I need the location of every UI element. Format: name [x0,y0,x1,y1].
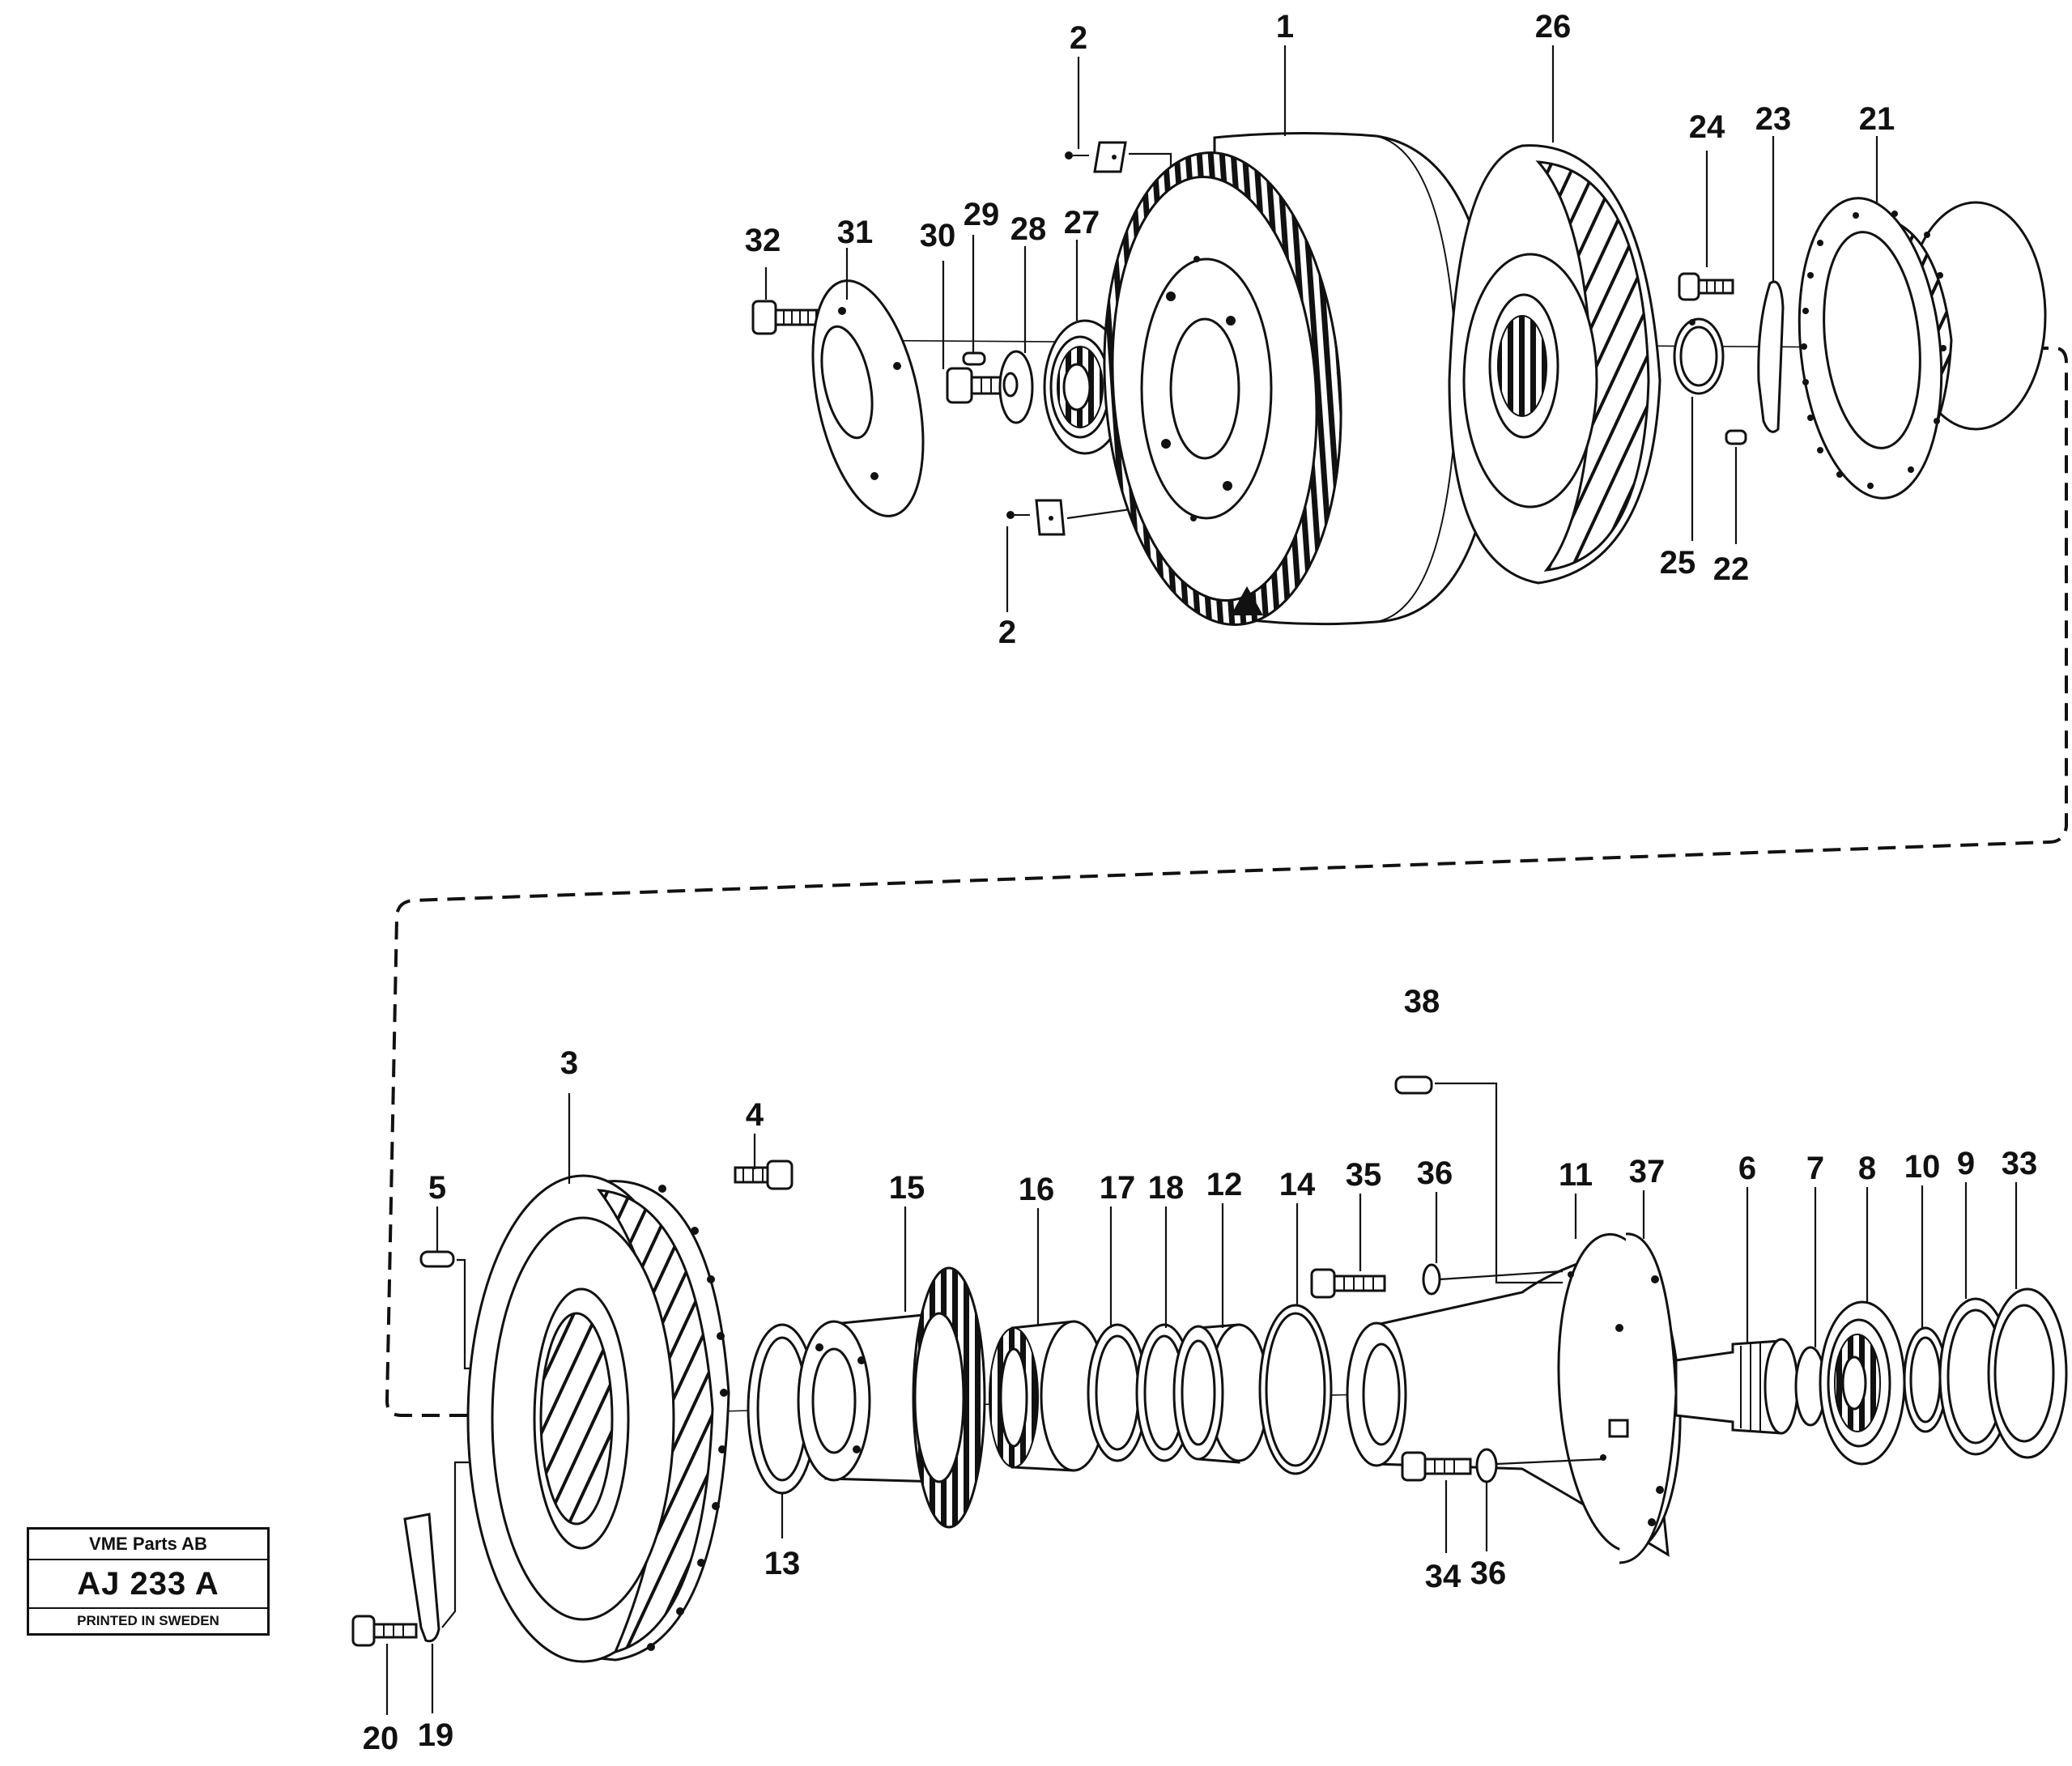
part-28-washer [998,350,1034,424]
callout-36-bottom: 36 [1470,1555,1507,1591]
stator-bolt-holes [647,1185,728,1651]
callout-10: 10 [1904,1149,1941,1185]
callout-33: 33 [2002,1146,2038,1181]
callout-29: 29 [964,197,1000,232]
part-38-leader [1435,1082,1563,1284]
part-14-o-ring [1258,1304,1333,1475]
part-13-seal-ring [747,1323,818,1495]
part-3-stator [466,1174,730,1663]
part-36-washer-lower [1475,1448,1604,1483]
part-6-shaft [1674,1338,1799,1435]
assembly-link-dashed-line [385,347,2068,1417]
callout-24: 24 [1689,109,1725,145]
stamp-printed: PRINTED IN SWEDEN [77,1613,219,1628]
part-38-pin [1394,1075,1433,1095]
stamp-company: VME Parts AB [29,1530,267,1560]
callout-leader-lines [385,45,2018,1715]
callout-35: 35 [1346,1157,1382,1193]
part-12-bushing [1172,1323,1270,1464]
callout-25: 25 [1660,545,1696,581]
part-22-pin [1725,429,1747,445]
part-23-lock-plate [1757,280,1785,433]
callout-2-top: 2 [1070,20,1087,56]
part-20-bolt [351,1615,418,1647]
callout-32: 32 [745,223,781,258]
part-11-shaft-housing [1346,1232,1682,1564]
callout-4: 4 [746,1097,764,1133]
callout-37: 37 [1629,1154,1666,1189]
part-17-ring [1087,1323,1148,1462]
callout-5: 5 [428,1170,446,1206]
callout-17: 17 [1100,1170,1136,1206]
part-21-pump-impeller [1798,197,2047,500]
callout-12: 12 [1206,1167,1243,1202]
part-25-circlip [1673,317,1725,395]
part-35-bolt [1310,1268,1386,1299]
callout-36-top: 36 [1417,1155,1453,1191]
callout-6: 6 [1738,1151,1756,1186]
part-10-circlip [1903,1326,1948,1433]
callout-21: 21 [1859,101,1895,137]
part-19-lock-plate [403,1513,440,1643]
callout-16: 16 [1019,1172,1055,1207]
callout-11: 11 [1559,1157,1593,1193]
callout-34: 34 [1425,1559,1461,1594]
part-31-cover-plate [811,279,925,517]
callout-19: 19 [418,1717,454,1753]
callout-8: 8 [1858,1151,1876,1186]
callout-28: 28 [1010,211,1047,247]
callout-9: 9 [1957,1146,1975,1181]
part-27-bearing [1043,319,1127,455]
callout-22: 22 [1713,551,1750,587]
publisher-stamp: VME Parts AB AJ 233 A PRINTED IN SWEDEN [27,1527,270,1636]
callout-14: 14 [1279,1167,1316,1202]
part-8-ball-bearing [1819,1300,1906,1466]
callout-23: 23 [1755,101,1792,137]
part-15-gear-hub [797,1266,986,1529]
callout-18: 18 [1148,1170,1185,1206]
callout-31: 31 [837,215,874,250]
part-33-seal [1987,1287,2068,1459]
part-4-bolt [734,1160,793,1190]
part-1-flywheel-ring-gear [1103,131,1500,626]
callout-2-bottom: 2 [998,615,1016,650]
part-16-roller-bearing [989,1320,1108,1472]
callout-1: 1 [1276,9,1294,45]
part-26-turbine-wheel [1448,144,1661,585]
callout-13: 13 [764,1546,801,1581]
part-24-bolt [1678,272,1734,301]
callout-numbers: 1 2 2 26 24 23 21 25 22 32 31 30 29 28 2… [363,9,2038,1756]
callout-27: 27 [1064,205,1100,240]
callout-30: 30 [920,218,956,253]
part-29-pin [962,351,986,366]
callout-7: 7 [1806,1151,1824,1186]
callout-20: 20 [363,1721,399,1756]
stamp-code: AJ 233 A [29,1560,267,1609]
callout-38: 38 [1404,984,1440,1019]
part-34-bolt [1401,1451,1472,1482]
impeller-bolt-holes [1801,211,1946,489]
callout-3: 3 [560,1045,578,1081]
callout-26: 26 [1535,9,1572,45]
part-5-pin [419,1250,455,1268]
part-36-washer-upper [1422,1263,1564,1296]
callout-15: 15 [889,1170,925,1206]
